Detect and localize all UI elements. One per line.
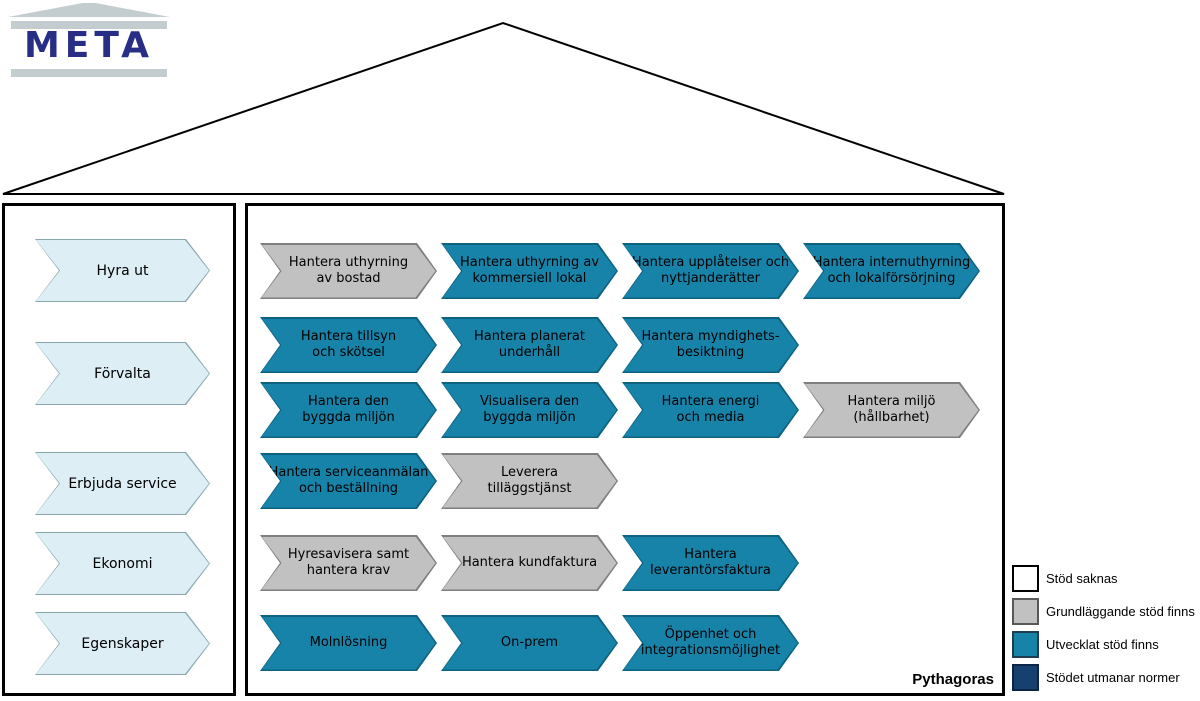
sidebar-item-label: Erbjuda service: [68, 475, 177, 492]
chevron-shape: [624, 245, 798, 298]
process-row-egenskaper: Molnlösning On-prem Öppenhet och integra…: [260, 615, 799, 671]
chevron-shape: [36, 613, 209, 674]
process-arrow: Hantera uthyrning av kommersiell lokal: [441, 243, 618, 299]
chevron-shape: [443, 384, 617, 437]
main-panel: Hantera uthyrning av bostad Hantera uthy…: [245, 203, 1005, 696]
chevron-shape: [805, 245, 979, 298]
sidebar-item-label: Hyra ut: [96, 262, 149, 279]
legend-item: Grundläggande stöd finns: [1012, 598, 1195, 625]
process-arrow-label: Hantera leverantörsfaktura: [650, 547, 771, 578]
chevron-shape: [443, 245, 617, 298]
chevron-shape: [624, 537, 798, 590]
logo-bottom-bar: [11, 69, 167, 77]
chevron-shape: [443, 617, 617, 670]
chevron-shape: [262, 455, 436, 508]
chevron-shape: [624, 319, 798, 372]
process-row-erbjuda-service: Hantera serviceanmälan och beställning L…: [260, 453, 618, 509]
legend-swatch-utmanar-normer: [1012, 664, 1039, 691]
process-arrow: On-prem: [441, 615, 618, 671]
legend-item: Utvecklat stöd finns: [1012, 631, 1195, 658]
chevron-shape: [262, 319, 436, 372]
process-row-hyra-ut: Hantera uthyrning av bostad Hantera uthy…: [260, 243, 980, 299]
sidebar-item-label: Egenskaper: [81, 635, 164, 652]
process-arrow-label: On-prem: [500, 635, 559, 650]
process-arrow-label: Hantera serviceanmälan och beställning: [268, 465, 429, 496]
process-arrow: Hantera planerat underhåll: [441, 317, 618, 373]
process-arrow-label: Hantera uthyrning av kommersiell lokal: [459, 255, 600, 286]
legend-item: Stödet utmanar normer: [1012, 664, 1195, 691]
process-arrow-label: Öppenhet och integrationsmöjlighet: [640, 627, 781, 658]
process-row-ekonomi: Hyresavisera samt hantera krav Hantera k…: [260, 535, 799, 591]
process-arrow: Leverera tilläggstjänst: [441, 453, 618, 509]
sidebar-item-label: Förvalta: [94, 365, 151, 382]
meta-logo: META: [8, 3, 170, 77]
legend-label: Stödet utmanar normer: [1046, 670, 1180, 685]
process-arrow-label: Hantera den byggda miljön: [302, 394, 395, 425]
sidebar-item-egenskaper: Egenskaper: [35, 612, 210, 675]
sidebar-item-hyra-ut: Hyra ut: [35, 239, 210, 302]
process-arrow-label: Hantera kundfaktura: [461, 555, 598, 570]
legend-label: Grundläggande stöd finns: [1046, 604, 1195, 619]
chevron-shape: [624, 384, 798, 437]
pythagoras-label: Pythagoras: [912, 671, 994, 688]
process-arrow-label: Hantera upplåtelser och nyttjanderätter: [631, 255, 790, 286]
process-arrow-label: Leverera tilläggstjänst: [487, 465, 572, 496]
chevron-shape: [36, 240, 209, 301]
process-arrow-label: Hantera myndighets- besiktning: [641, 329, 780, 360]
process-arrow: Hantera uthyrning av bostad: [260, 243, 437, 299]
chevron-shape: [624, 617, 798, 670]
legend-swatch-grundlaggande: [1012, 598, 1039, 625]
chevron-shape: [36, 343, 209, 404]
process-arrow: Öppenhet och integrationsmöjlighet: [622, 615, 799, 671]
chevron-shape: [805, 384, 979, 437]
legend: Stöd saknas Grundläggande stöd finns Utv…: [1012, 565, 1195, 697]
chevron-shape: [262, 617, 436, 670]
process-arrow: Molnlösning: [260, 615, 437, 671]
process-row-forvalta-2: Hantera den byggda miljön Visualisera de…: [260, 382, 980, 438]
sidebar-item-erbjuda-service: Erbjuda service: [35, 452, 210, 515]
chevron-shape: [443, 319, 617, 372]
chevron-shape: [262, 537, 436, 590]
process-arrow: Hyresavisera samt hantera krav: [260, 535, 437, 591]
process-arrow: Hantera den byggda miljön: [260, 382, 437, 438]
legend-label: Stöd saknas: [1046, 571, 1118, 586]
chevron-shape: [262, 384, 436, 437]
process-arrow: Hantera miljö (hållbarhet): [803, 382, 980, 438]
process-arrow: Hantera tillsyn och skötsel: [260, 317, 437, 373]
process-arrow-label: Hantera planerat underhåll: [474, 329, 585, 360]
chevron-shape: [443, 537, 617, 590]
process-arrow: Hantera internuthyrning och lokalförsörj…: [803, 243, 980, 299]
process-arrow-label: Hantera energi och media: [661, 394, 760, 425]
process-arrow: Hantera upplåtelser och nyttjanderätter: [622, 243, 799, 299]
chevron-shape: [36, 533, 209, 594]
process-arrow-label: Hantera internuthyrning och lokalförsörj…: [812, 255, 971, 286]
sidebar-item-ekonomi: Ekonomi: [35, 532, 210, 595]
legend-swatch-utvecklat: [1012, 631, 1039, 658]
sidebar-item-label: Ekonomi: [92, 555, 153, 572]
process-arrow: Hantera energi och media: [622, 382, 799, 438]
process-arrow-label: Hantera miljö (hållbarhet): [847, 394, 936, 425]
process-arrow-label: Visualisera den byggda miljön: [479, 394, 580, 425]
process-arrow-label: Hyresavisera samt hantera krav: [287, 547, 410, 578]
process-arrow-label: Hantera uthyrning av bostad: [288, 255, 409, 286]
process-arrow-label: Molnlösning: [309, 635, 388, 650]
chevron-shape: [262, 245, 436, 298]
sidebar-item-forvalta: Förvalta: [35, 342, 210, 405]
chevron-shape: [443, 455, 617, 508]
chevron-shape: [36, 453, 209, 514]
process-arrow-label: Hantera tillsyn och skötsel: [300, 329, 397, 360]
legend-label: Utvecklat stöd finns: [1046, 637, 1159, 652]
process-arrow: Visualisera den byggda miljön: [441, 382, 618, 438]
process-arrow: Hantera kundfaktura: [441, 535, 618, 591]
logo-text: META: [23, 25, 155, 66]
process-arrow: Hantera serviceanmälan och beställning: [260, 453, 437, 509]
logo-roof-shape: [8, 3, 170, 17]
process-row-forvalta-1: Hantera tillsyn och skötsel Hantera plan…: [260, 317, 799, 373]
legend-item: Stöd saknas: [1012, 565, 1195, 592]
sidebar-panel: Hyra ut Förvalta Erbjuda service Ekonomi…: [2, 203, 236, 696]
process-arrow: Hantera myndighets- besiktning: [622, 317, 799, 373]
process-arrow: Hantera leverantörsfaktura: [622, 535, 799, 591]
legend-swatch-stod-saknas: [1012, 565, 1039, 592]
